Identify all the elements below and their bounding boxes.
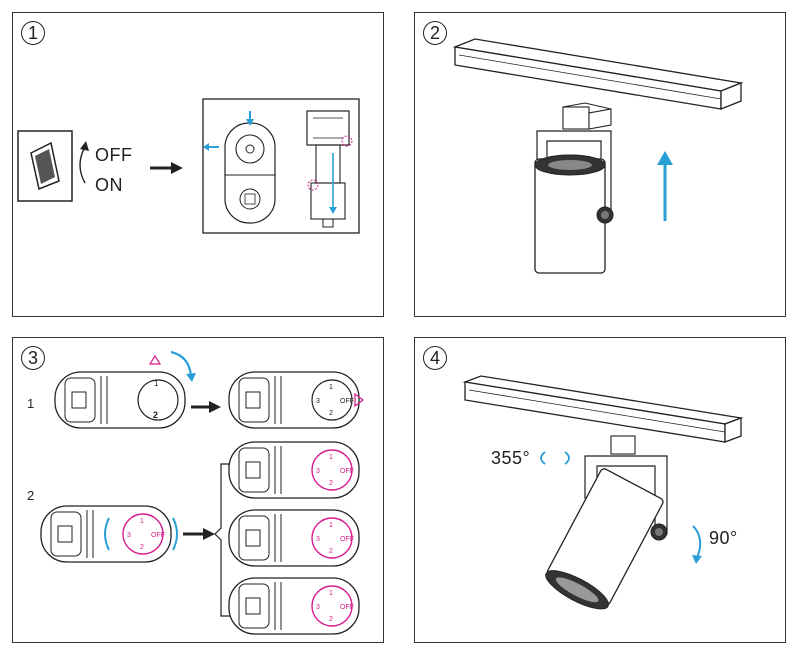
blue-rotate-horizontal-left: [540, 451, 546, 465]
step-2-panel: 2: [414, 12, 786, 317]
dial-mark-right: OFF: [340, 536, 354, 543]
dial-mark-top: 1: [154, 379, 159, 388]
step-number-badge: 1: [21, 21, 45, 45]
dial-mark-left: 3: [316, 468, 320, 475]
dial-mark-top: 1: [329, 454, 333, 461]
adapter-top-view: [224, 122, 276, 224]
adapter-side-view: [315, 144, 341, 184]
dial-mark-left: 3: [316, 398, 320, 405]
spotlight-body-tilted: [545, 468, 664, 610]
step-4-illustration: [462, 375, 744, 610]
rotation-horizontal-label: 355°: [491, 448, 531, 468]
dial-mark-right: OFF: [340, 604, 354, 611]
next-arrowhead: [171, 162, 183, 174]
dial-mark-bottom: 2: [329, 548, 333, 555]
spotlight-body: [534, 158, 606, 274]
switch-on-label: ON: [95, 175, 123, 195]
dial-mark-bottom: 2: [140, 544, 144, 551]
step-number: 3: [27, 347, 38, 368]
row2-arrow: [203, 528, 215, 540]
dial-mark-top: 1: [329, 522, 333, 529]
adapter-box: [610, 435, 636, 455]
step-1-panel: 1 OFF ON: [12, 12, 384, 317]
step-number: 4: [429, 347, 440, 368]
dial-mark-left: 3: [316, 604, 320, 611]
step-number-badge: 3: [21, 346, 45, 370]
dial-select: [122, 513, 164, 555]
dial-mark-left: 3: [127, 532, 131, 539]
dial-mark-bottom: 2: [329, 616, 333, 623]
blue-rotate-horizontal-right: [564, 451, 570, 465]
dial-mark-right: OFF: [340, 468, 354, 475]
adapter-dial: [235, 134, 265, 164]
switch-rocker: [30, 141, 60, 191]
pink-pointer: [148, 354, 162, 365]
highlight-circle-top: [341, 135, 353, 147]
dial-mark-top: 1: [140, 518, 144, 525]
detail-box: [202, 98, 360, 234]
highlight-circle-bottom: [307, 179, 319, 191]
toggle-arrow: [79, 146, 86, 184]
step-number: 2: [429, 22, 440, 43]
wall-switch-plate: [17, 130, 73, 202]
switch-rocker-shade: [35, 149, 55, 184]
rotation-vertical-label: 90°: [709, 528, 738, 548]
dial-mark-top: 1: [329, 384, 333, 391]
blue-rotate-left: [104, 517, 110, 551]
step-1-illustration: [17, 98, 360, 234]
dial-mark-right: OFF: [151, 532, 165, 539]
dial-mark-top: 1: [329, 590, 333, 597]
step-3-panel: 3 1 2 1 2: [12, 337, 384, 643]
dial-before: [137, 379, 179, 421]
step-number-badge: 2: [423, 21, 447, 45]
blue-rotate-arrow: [170, 350, 193, 377]
dial-mark-bottom: 2: [153, 410, 158, 420]
options-brace: [214, 463, 231, 617]
dial-mark-right: OFF: [340, 398, 354, 405]
row1-arrow: [209, 401, 221, 413]
adapter-box: [562, 106, 590, 130]
adapter-knob: [239, 188, 261, 210]
toggle-arrowhead: [80, 141, 89, 151]
blue-rotate-right: [172, 517, 178, 551]
step-number-badge: 4: [423, 346, 447, 370]
dial-mark-bottom: 2: [329, 480, 333, 487]
track-profile: [306, 110, 350, 146]
row-1-label: 1: [27, 396, 35, 411]
switch-off-label: OFF: [95, 145, 133, 165]
step-4-panel: 4 355° 90°: [414, 337, 786, 643]
row-2-label: 2: [27, 488, 35, 503]
dial-after: [311, 379, 353, 421]
dial-mark-bottom: 2: [329, 410, 333, 417]
step-number: 1: [27, 22, 38, 43]
blue-up-arrowhead: [657, 151, 673, 165]
blue-rotate-vertical: [692, 525, 702, 559]
step-2-illustration: [452, 38, 744, 274]
dial-mark-left: 3: [316, 536, 320, 543]
